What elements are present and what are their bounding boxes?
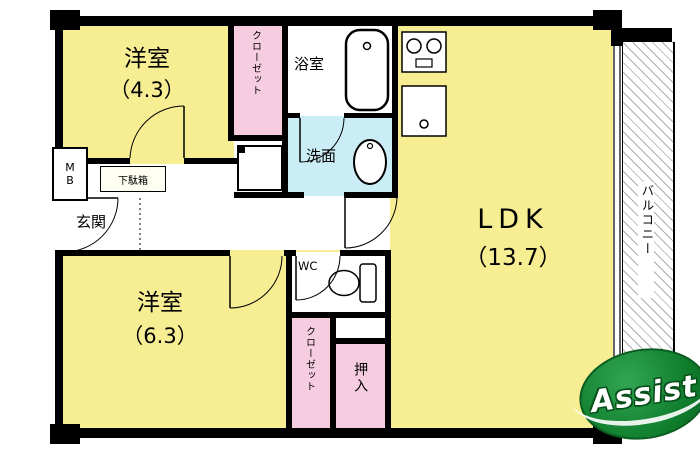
wall-closet-oshiire bbox=[330, 312, 336, 428]
shoe-cabinet: 下駄箱 bbox=[100, 166, 166, 192]
western-room-top-label: 洋室 （4.3） bbox=[72, 46, 222, 103]
meter-box-label: MB bbox=[65, 161, 75, 187]
closet-front-floor bbox=[334, 314, 387, 342]
wall-closet-top-bottom bbox=[228, 135, 288, 141]
oshiire-label: 押入 bbox=[352, 362, 369, 394]
wall-room43-hall-a bbox=[86, 158, 130, 164]
wall-left-upper bbox=[55, 16, 63, 148]
wall-wc-closet bbox=[286, 312, 391, 318]
closet-top-label: クローゼット bbox=[249, 30, 261, 96]
balcony-top-wall bbox=[622, 28, 672, 42]
wall-room43-closet bbox=[228, 24, 234, 140]
western-room-top-size: （4.3） bbox=[109, 78, 185, 103]
washer-nook-floor bbox=[234, 141, 286, 196]
pillar-top-left bbox=[50, 10, 80, 30]
closet-bottom-label: クローゼット bbox=[303, 326, 315, 392]
wall-bath-wash-b bbox=[344, 113, 398, 118]
window-lines bbox=[613, 46, 621, 398]
western-room-top-name: 洋室 bbox=[124, 46, 170, 72]
ldk-label: LDK （13.7） bbox=[428, 204, 598, 271]
wall-bathroom-kitchen bbox=[392, 24, 398, 196]
wc-label: WC bbox=[298, 259, 318, 273]
meter-box: MB bbox=[52, 147, 88, 201]
bathroom-label: 浴室 bbox=[294, 55, 325, 73]
balcony-label: バルコニー bbox=[638, 182, 655, 298]
ldk-size: （13.7） bbox=[464, 245, 562, 272]
shoe-cabinet-label: 下駄箱 bbox=[118, 175, 148, 187]
wall-left-lower bbox=[55, 250, 63, 438]
closet-bottom-area bbox=[292, 316, 330, 428]
wall-room43-hall-b bbox=[184, 158, 237, 164]
ldk-name: LDK bbox=[477, 204, 549, 235]
wall-room63-wc bbox=[286, 250, 292, 428]
western-room-bottom-name: 洋室 bbox=[137, 290, 183, 316]
washroom-floor bbox=[286, 116, 392, 196]
wall-top bbox=[55, 16, 613, 26]
closet-top-area bbox=[234, 24, 282, 137]
entrance-label: 玄関 bbox=[76, 213, 107, 231]
wall-bath-wash-a bbox=[286, 113, 300, 118]
wall-washroom-hall-a bbox=[234, 192, 304, 198]
wall-closet-bathroom bbox=[282, 24, 288, 196]
wall-washroom-hall-b bbox=[344, 192, 398, 198]
wall-right-top bbox=[611, 16, 622, 46]
wall-hall-room63-a bbox=[55, 250, 230, 256]
wall-bottom bbox=[55, 428, 613, 438]
pillar-top-right bbox=[593, 10, 622, 30]
western-room-bottom-label: 洋室 （6.3） bbox=[70, 290, 250, 349]
pillar-bottom-left bbox=[50, 424, 80, 444]
oshiire-area bbox=[336, 344, 385, 428]
washroom-label: 洗面 bbox=[306, 147, 337, 165]
wall-oshiire-top bbox=[334, 338, 391, 344]
wall-wc-top bbox=[340, 250, 391, 256]
western-room-bottom-size: （6.3） bbox=[122, 324, 198, 349]
